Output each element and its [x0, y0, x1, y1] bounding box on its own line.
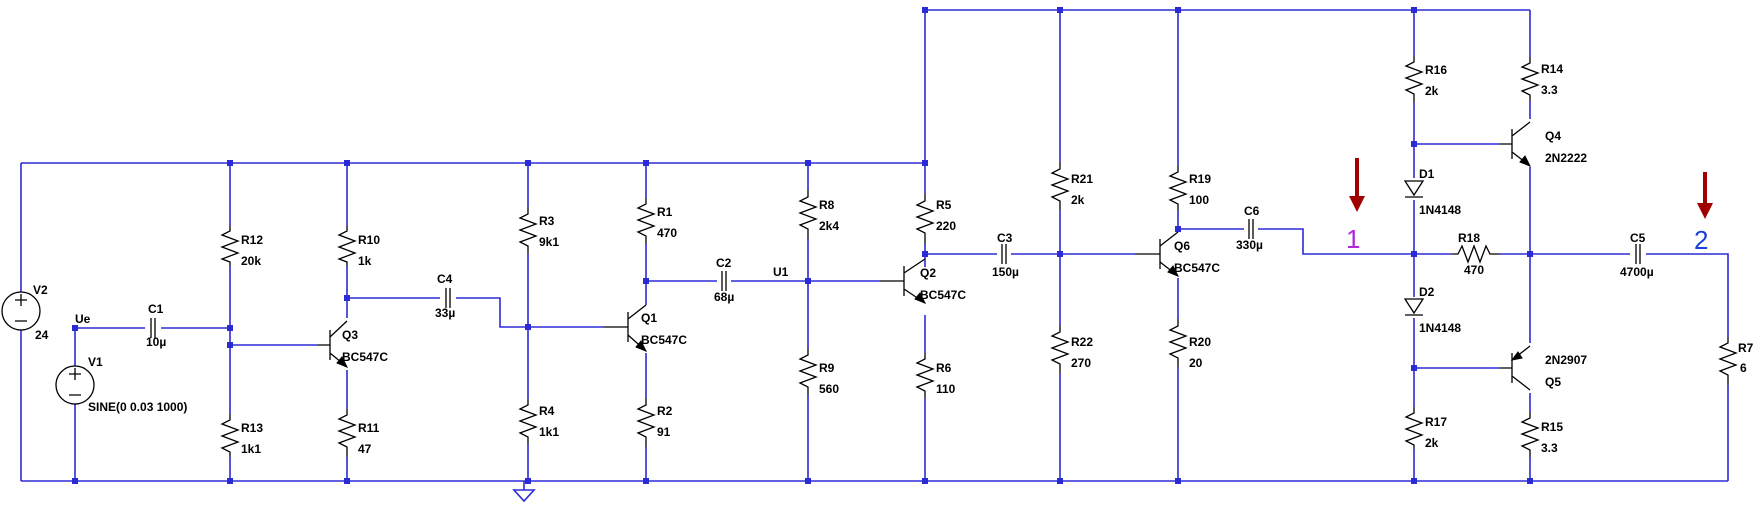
net-u1: U1	[773, 265, 789, 279]
marker-arrow-2-icon	[1697, 172, 1713, 219]
q6-name: Q6	[1174, 239, 1190, 253]
r22-name: R22	[1071, 335, 1093, 349]
r5-value: 220	[936, 219, 956, 233]
d2-name: D2	[1419, 285, 1435, 299]
r21-value: 2k	[1071, 193, 1085, 207]
r13-value: 1k1	[241, 442, 261, 456]
voltage-source-v2	[1, 291, 41, 331]
r21-name: R21	[1071, 172, 1093, 186]
q6-value: BC547C	[1174, 261, 1220, 275]
marker-arrow-1-icon	[1349, 158, 1365, 212]
c6-value: 330µ	[1236, 238, 1263, 252]
ground-icon	[512, 489, 536, 503]
c4-value: 33µ	[435, 306, 455, 320]
net-ue: Ue	[75, 312, 91, 326]
r7-name: R7	[1738, 341, 1754, 355]
r9-value: 560	[819, 382, 839, 396]
r6-name: R6	[936, 361, 952, 375]
marker-2-label: 2	[1694, 225, 1708, 255]
r6-value: 110	[936, 382, 956, 396]
c1-name: C1	[148, 302, 164, 316]
r2-value: 91	[657, 425, 671, 439]
r3-value: 9k1	[539, 235, 559, 249]
r10-name: R10	[358, 233, 380, 247]
r4-value: 1k1	[539, 425, 559, 439]
d2-value: 1N4148	[1419, 321, 1461, 335]
r7-value: 6	[1740, 361, 1747, 375]
r5-name: R5	[936, 198, 952, 212]
c5-value: 4700µ	[1620, 265, 1654, 279]
r9-name: R9	[819, 361, 835, 375]
r14-name: R14	[1541, 62, 1563, 76]
v1-value: SINE(0 0.03 1000)	[88, 400, 187, 414]
q2-value: BC547C	[920, 288, 966, 302]
q5-value: 2N2907	[1545, 353, 1587, 367]
r1-value: 470	[657, 226, 677, 240]
c6-name: C6	[1244, 204, 1260, 218]
r8-name: R8	[819, 198, 835, 212]
q3-value: BC547C	[342, 350, 388, 364]
r15-value: 3.3	[1541, 441, 1558, 455]
r18-value: 470	[1464, 263, 1484, 277]
r11-name: R11	[358, 421, 380, 435]
c3-name: C3	[997, 231, 1013, 245]
marker-1-label: 1	[1346, 224, 1360, 254]
q4-name: Q4	[1545, 129, 1561, 143]
r13-name: R13	[241, 421, 263, 435]
r19-value: 100	[1189, 193, 1209, 207]
labels: V2 24 V1 SINE(0 0.03 1000) Ue C1 10µ R12…	[33, 62, 1754, 456]
wires	[20, 9, 1729, 490]
r15-name: R15	[1541, 420, 1563, 434]
r20-name: R20	[1189, 335, 1211, 349]
voltage-source-v1	[55, 365, 95, 405]
r16-value: 2k	[1425, 84, 1439, 98]
r2-name: R2	[657, 404, 673, 418]
d1-value: 1N4148	[1419, 203, 1461, 217]
q4-value: 2N2222	[1545, 151, 1587, 165]
c4-name: C4	[437, 272, 453, 286]
q3-name: Q3	[342, 328, 358, 342]
r8-value: 2k4	[819, 219, 839, 233]
r3-name: R3	[539, 214, 555, 228]
r17-value: 2k	[1425, 436, 1439, 450]
r18-name: R18	[1458, 231, 1480, 245]
r4-name: R4	[539, 404, 555, 418]
c3-value: 150µ	[992, 265, 1019, 279]
transistors	[318, 121, 1532, 391]
q1-value: BC547C	[641, 333, 687, 347]
resistors	[220, 56, 1738, 457]
q2-name: Q2	[920, 266, 936, 280]
c2-value: 68µ	[714, 290, 734, 304]
r12-value: 20k	[241, 254, 261, 268]
v2-value: 24	[35, 328, 49, 342]
r11-value: 47	[358, 442, 372, 456]
r16-name: R16	[1425, 63, 1447, 77]
q1-name: Q1	[641, 311, 657, 325]
r14-value: 3.3	[1541, 83, 1558, 97]
q5-name: Q5	[1545, 375, 1561, 389]
v2-name: V2	[33, 283, 48, 297]
r22-value: 270	[1071, 356, 1091, 370]
d1-name: D1	[1419, 167, 1435, 181]
r12-name: R12	[241, 233, 263, 247]
capacitors	[150, 219, 1641, 338]
r19-name: R19	[1189, 172, 1211, 186]
v1-name: V1	[88, 355, 103, 369]
c1-value: 10µ	[146, 335, 166, 349]
r17-name: R17	[1425, 415, 1447, 429]
c5-name: C5	[1630, 231, 1646, 245]
junctions	[72, 7, 1533, 484]
r20-value: 20	[1189, 356, 1203, 370]
r10-value: 1k	[358, 254, 372, 268]
c2-name: C2	[716, 256, 732, 270]
r1-name: R1	[657, 205, 673, 219]
diodes	[1403, 180, 1425, 316]
